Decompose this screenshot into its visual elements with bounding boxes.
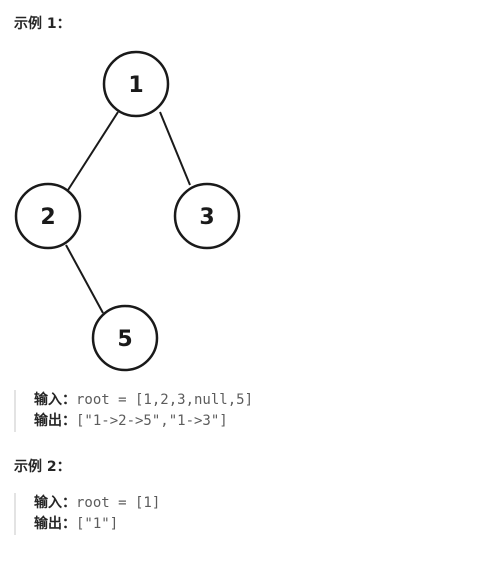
output-value: ["1"] (76, 516, 119, 532)
tree-node-label: 2 (40, 205, 55, 230)
output-value: ["1->2->5","1->3"] (76, 413, 228, 429)
example-2-output-line: 输出：["1"] (34, 514, 494, 535)
input-label: 输入： (34, 495, 76, 511)
example-1-input-line: 输入：root = [1,2,3,null,5] (34, 390, 494, 411)
example-1-io-block: 输入：root = [1,2,3,null,5] 输出：["1->2->5","… (14, 390, 494, 432)
input-label: 输入： (34, 392, 76, 408)
tree-node-1: 1 (102, 50, 170, 118)
edge-1-2 (67, 111, 119, 191)
tree-node-3: 3 (173, 182, 241, 250)
tree-node-5: 5 (91, 304, 159, 372)
example-1-output-line: 输出：["1->2->5","1->3"] (34, 411, 494, 432)
tree-node-label: 3 (199, 205, 214, 230)
example-2-io-block: 输入：root = [1] 输出：["1"] (14, 493, 494, 535)
example-1-title: 示例 1： (14, 16, 71, 32)
edge-1-3 (159, 111, 191, 186)
output-label: 输出： (34, 413, 76, 429)
binary-tree-diagram: 1 2 3 5 (14, 50, 241, 372)
edge-2-5 (65, 244, 104, 314)
input-value: root = [1,2,3,null,5] (76, 392, 254, 408)
input-value: root = [1] (76, 495, 161, 511)
tree-node-label: 1 (128, 73, 143, 98)
tree-node-2: 2 (14, 182, 82, 250)
tree-node-label: 5 (117, 327, 132, 352)
output-label: 输出： (34, 516, 76, 532)
example-2-title: 示例 2： (14, 459, 71, 475)
example-2-input-line: 输入：root = [1] (34, 493, 494, 514)
